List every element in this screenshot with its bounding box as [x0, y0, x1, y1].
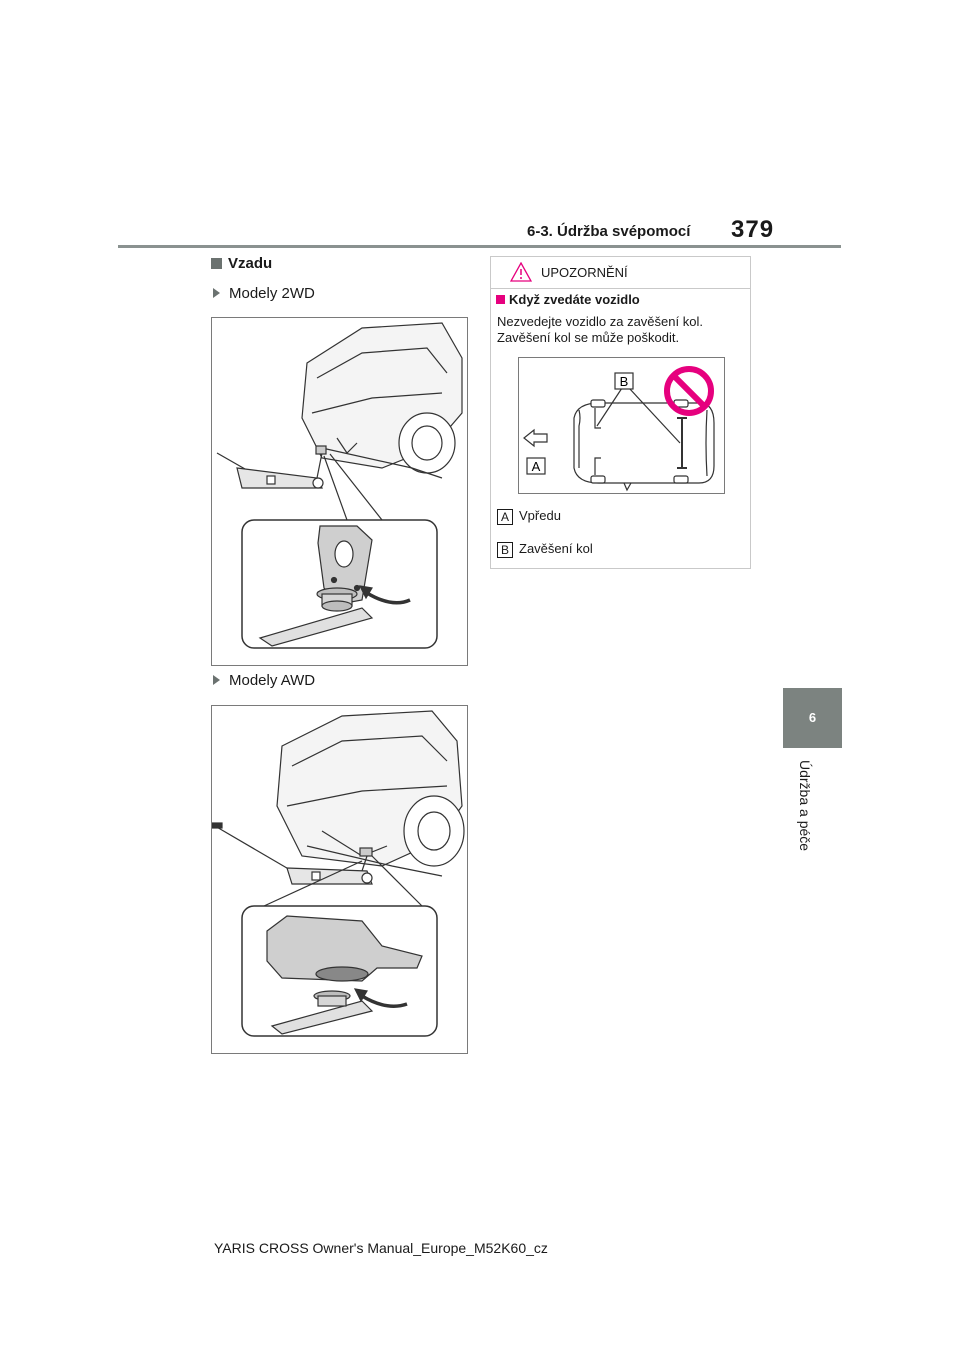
warning-subheading-text: Když zvedáte vozidlo: [509, 292, 640, 307]
chapter-title: Údržba a péče: [797, 760, 813, 852]
header-rule: [118, 245, 841, 248]
prohibition-icon: [664, 366, 714, 416]
rear-heading: Vzadu: [211, 255, 272, 272]
square-bullet-icon: [211, 257, 222, 269]
jack-rear-awd-illustration: [211, 705, 468, 1054]
suspension-diagram: B A: [518, 357, 725, 494]
legend-item-a: A Vpředu: [497, 508, 561, 525]
legend-key-a: A: [497, 508, 513, 525]
model-awd-label: Modely AWD: [213, 672, 315, 689]
legend-key-b: B: [497, 541, 513, 558]
chapter-tab: 6: [783, 688, 842, 748]
section-title: 6-3. Údržba svépomocí: [527, 223, 691, 240]
square-bullet-icon: [496, 295, 505, 305]
diagram-label-a: A: [532, 459, 541, 474]
triangle-bullet-icon: [213, 288, 220, 298]
model-awd-text: Modely AWD: [229, 672, 316, 689]
chapter-number: 6: [808, 710, 817, 725]
legend-item-b: B Zavěšení kol: [497, 541, 593, 558]
footer-manual-id: YARIS CROSS Owner's Manual_Europe_M52K60…: [214, 1240, 548, 1256]
warning-text: Nezvedejte vozidlo za zavěšení kol. Zavě…: [497, 314, 703, 345]
model-2wd-label: Modely 2WD: [213, 285, 315, 302]
legend-text-b: Zavěšení kol: [519, 541, 593, 556]
rear-heading-text: Vzadu: [228, 255, 273, 272]
warning-triangle-icon: [509, 261, 533, 285]
warning-subheading: Když zvedáte vozidlo: [496, 292, 640, 307]
jack-rear-2wd-illustration: [211, 317, 468, 666]
warning-box: UPOZORNĚNÍ Když zvedáte vozidlo Nezvedej…: [490, 256, 751, 569]
model-2wd-text: Modely 2WD: [229, 285, 315, 302]
warning-header: UPOZORNĚNÍ: [491, 257, 750, 289]
page-number: 379: [731, 216, 775, 243]
legend-text-a: Vpředu: [519, 508, 561, 523]
diagram-label-b: B: [620, 374, 629, 389]
warning-title: UPOZORNĚNÍ: [541, 265, 628, 280]
triangle-bullet-icon: [213, 675, 220, 685]
